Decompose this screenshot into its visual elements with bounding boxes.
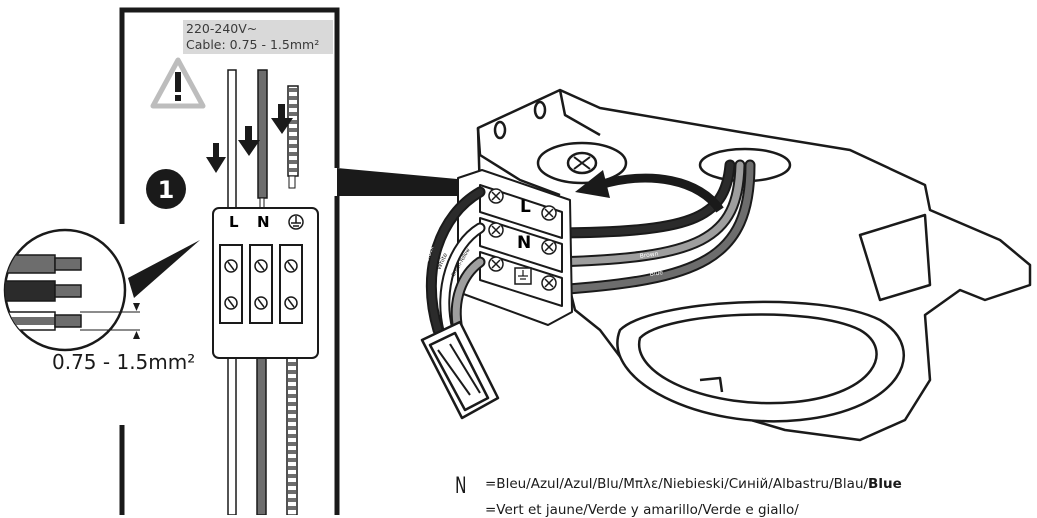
step-number-badge: 1 xyxy=(146,169,186,209)
connector-plug xyxy=(420,320,500,420)
terminal-label-live-right: L xyxy=(520,197,531,217)
legend-letter: N xyxy=(455,474,467,499)
legend-blue-line: =Bleu/Azul/Azul/Blu/Μπλε/Niebieski/Синій… xyxy=(485,476,902,492)
plug-wires xyxy=(425,186,486,336)
earth-ground-icon xyxy=(288,214,304,230)
terminal-label-neutral: N xyxy=(257,213,270,231)
step-number: 1 xyxy=(158,176,175,204)
legend-green-yellow-line: =Vert et jaune/Verde y amarillo/Verde e … xyxy=(485,502,799,518)
wire-label-brown: Brown xyxy=(639,250,659,260)
panel-connector-pointer xyxy=(337,168,468,196)
warning-triangle-icon xyxy=(150,57,206,109)
cable-spec-box xyxy=(183,20,333,54)
terminal-block-left: L N xyxy=(212,207,319,359)
callout-pointer xyxy=(128,240,200,298)
cable-spec: Cable: 0.75 - 1.5mm² xyxy=(186,37,320,52)
arrow-down-icon xyxy=(206,104,293,173)
earth-ground-icon-right xyxy=(514,267,532,285)
legend-blue-text: =Bleu/Azul/Azul/Blu/Μπλε/Niebieski/Синій… xyxy=(485,476,869,492)
bracket-wires xyxy=(549,159,756,296)
terminal-label-neutral-right: N xyxy=(517,233,531,253)
voltage-spec: 220-240V~ xyxy=(186,21,258,36)
curved-arrow-icon xyxy=(598,173,724,213)
wire-label-blue: Blue xyxy=(649,269,663,278)
strip-length-label: 0.75 - 1.5mm² xyxy=(52,350,196,374)
curved-arrow-head xyxy=(575,170,610,198)
left-panel-frame xyxy=(119,7,340,515)
terminal-label-live: L xyxy=(229,213,239,231)
magnified-wire-ends xyxy=(3,228,140,352)
legend-blue-bold: Blue xyxy=(868,476,902,492)
